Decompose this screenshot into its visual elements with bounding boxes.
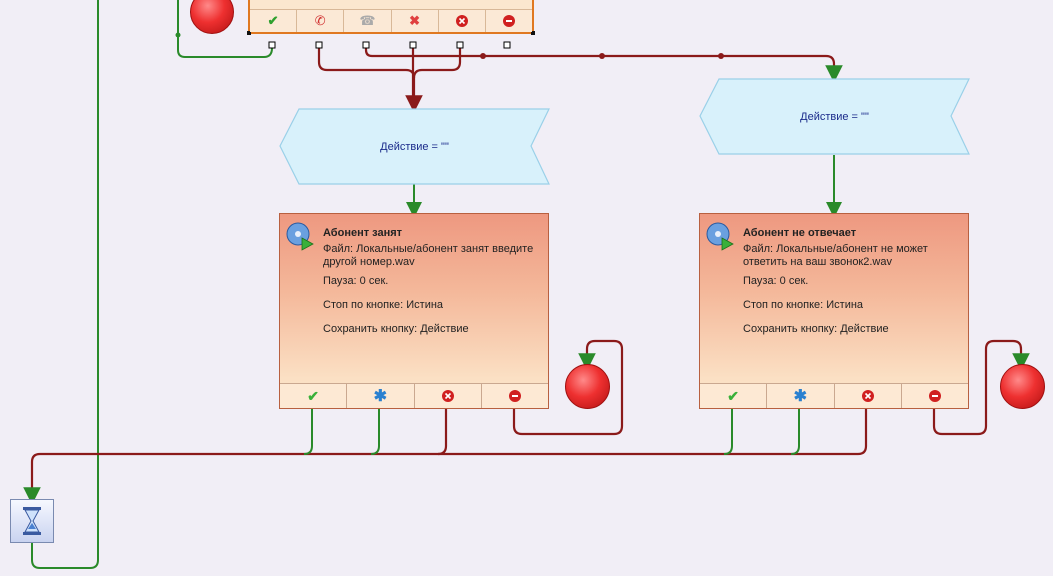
dial-fail-button[interactable]: ✖	[391, 10, 439, 32]
play-title: Абонент занят	[323, 227, 403, 239]
stop-circle-icon	[502, 15, 515, 27]
phone-icon: ✆	[314, 13, 326, 28]
play-success-button[interactable]: ✔	[280, 384, 348, 408]
dial-error-button[interactable]	[438, 10, 486, 32]
play-save-key: Сохранить кнопку: Действие	[323, 323, 469, 335]
audio-play-icon	[706, 222, 734, 251]
dial-block-buttons: ✔ ✆ ☎ ✖	[250, 9, 533, 32]
play-key-button[interactable]: ✱	[347, 384, 415, 408]
check-icon: ✔	[267, 13, 279, 28]
play-block-busy[interactable]: Абонент занят Файл: Локальные/абонент за…	[279, 213, 549, 409]
x-icon: ✖	[409, 13, 421, 28]
play-stop-button[interactable]	[482, 384, 548, 408]
play-file: Файл: Локальные/абонент не может ответит…	[743, 243, 928, 268]
hourglass-icon	[23, 507, 41, 535]
dial-hangup-button[interactable]: ☎	[344, 10, 392, 32]
stop-circle-left[interactable]	[565, 364, 610, 409]
asterisk-icon: ✱	[793, 388, 808, 405]
play-error-button[interactable]	[835, 384, 902, 408]
asterisk-icon: ✱	[373, 388, 388, 405]
wait-block[interactable]	[10, 499, 54, 543]
play-buttons: ✔ ✱	[280, 383, 548, 408]
action-shape	[279, 108, 550, 185]
error-circle-icon	[441, 390, 454, 402]
play-save-key: Сохранить кнопку: Действие	[743, 323, 889, 335]
play-key-button[interactable]: ✱	[767, 384, 835, 408]
wire-busy-3	[412, 46, 462, 79]
action-label: Действие = ""	[380, 140, 449, 153]
action-block-left[interactable]: Действие = ""	[279, 108, 550, 185]
play-buttons: ✔ ✱	[700, 383, 968, 408]
play-pause: Пауза: 0 сек.	[323, 275, 389, 287]
dial-block[interactable]: ✔ ✆ ☎ ✖	[247, 0, 535, 35]
wire-stop-left	[512, 339, 624, 436]
phone-hangup-icon: ☎	[359, 13, 376, 28]
play-file: Файл: Локальные/абонент занят введите др…	[323, 243, 534, 268]
action-label: Действие = ""	[800, 110, 869, 123]
stop-circle-right[interactable]	[1000, 364, 1045, 409]
action-shape	[699, 78, 970, 155]
wire-bottom-bus	[30, 409, 868, 496]
stop-circle-icon	[928, 390, 941, 402]
dial-busy-button[interactable]: ✆	[297, 10, 345, 32]
wire-loop-left	[31, 0, 99, 569]
error-circle-icon	[455, 15, 468, 27]
wire-check-top	[177, 0, 273, 58]
stop-circle-icon	[508, 390, 521, 402]
action-block-right[interactable]: Действие = ""	[699, 78, 970, 155]
play-stop-on-key: Стоп по кнопке: Истина	[323, 299, 444, 311]
error-circle-icon	[861, 390, 874, 402]
audio-play-icon	[286, 222, 314, 251]
play-stop-button[interactable]	[902, 384, 968, 408]
wire-stop-right	[932, 339, 1030, 436]
play-error-button[interactable]	[415, 384, 482, 408]
dial-stop-button[interactable]	[485, 10, 533, 32]
dial-success-button[interactable]: ✔	[250, 10, 298, 32]
play-stop-on-key: Стоп по кнопке: Истина	[743, 299, 864, 311]
play-block-no-answer[interactable]: Абонент не отвечает Файл: Локальные/абон…	[699, 213, 969, 409]
play-pause: Пауза: 0 сек.	[743, 275, 809, 287]
check-icon: ✔	[307, 387, 319, 404]
play-success-button[interactable]: ✔	[700, 384, 768, 408]
check-icon: ✔	[727, 387, 739, 404]
play-title: Абонент не отвечает	[743, 227, 857, 239]
